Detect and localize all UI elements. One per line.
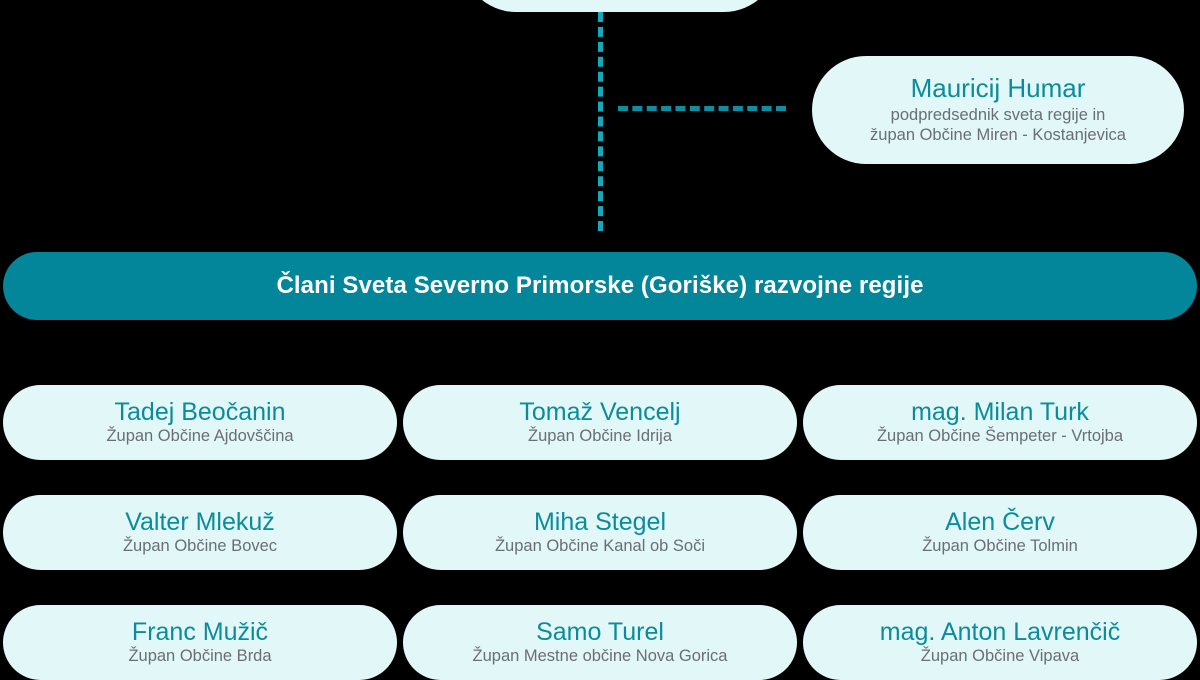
member-role: Župan Občine Vipava	[920, 647, 1080, 666]
member-card[interactable]: Franc Mužič Župan Občine Brda	[3, 605, 397, 680]
member-role: Župan Občine Brda	[128, 647, 272, 666]
member-role: Župan Občine Tolmin	[922, 537, 1078, 556]
member-name: Samo Turel	[536, 617, 664, 646]
member-name: Tomaž Vencelj	[519, 397, 681, 426]
member-role: Župan Občine Kanal ob Soči	[494, 537, 706, 556]
member-name: Alen Červ	[945, 507, 1055, 536]
member-name: mag. Anton Lavrenčič	[879, 617, 1121, 646]
horizontal-dashed-connector	[618, 106, 786, 111]
banner-title: Člani Sveta Severno Primorske (Goriške) …	[276, 272, 924, 299]
member-card[interactable]: Valter Mlekuž Župan Občine Bovec	[3, 495, 397, 570]
member-role: Župan Mestne občine Nova Gorica	[472, 647, 728, 666]
vice-president-role-line-2: župan Občine Miren - Kostanjevica	[870, 126, 1126, 145]
member-name: Miha Stegel	[533, 507, 667, 536]
member-card[interactable]: Miha Stegel Župan Občine Kanal ob Soči	[403, 495, 797, 570]
member-card[interactable]: Tadej Beočanin Župan Občine Ajdovščina	[3, 385, 397, 460]
member-card[interactable]: Samo Turel Župan Mestne občine Nova Gori…	[403, 605, 797, 680]
member-card[interactable]: Tomaž Vencelj Župan Občine Idrija	[403, 385, 797, 460]
member-card[interactable]: mag. Milan Turk Župan Občine Šempeter - …	[803, 385, 1197, 460]
president-card-clipped[interactable]	[462, 0, 778, 12]
member-role: Župan Občine Idrija	[528, 427, 672, 446]
member-name: Franc Mužič	[131, 617, 269, 646]
member-name: Tadej Beočanin	[114, 397, 286, 426]
vertical-dashed-connector	[598, 12, 603, 231]
member-card[interactable]: Alen Červ Župan Občine Tolmin	[803, 495, 1197, 570]
member-role: Župan Občine Ajdovščina	[106, 427, 294, 446]
member-name: mag. Milan Turk	[911, 397, 1089, 426]
member-role: Župan Občine Bovec	[122, 537, 278, 556]
member-name: Valter Mlekuž	[125, 507, 275, 536]
vice-president-role-line-1: podpredsednik sveta regije in	[890, 106, 1106, 125]
member-card[interactable]: mag. Anton Lavrenčič Župan Občine Vipava	[803, 605, 1197, 680]
vice-president-name: Mauricij Humar	[910, 72, 1086, 103]
vice-president-card[interactable]: Mauricij Humar podpredsednik sveta regij…	[812, 56, 1184, 164]
member-role: Župan Občine Šempeter - Vrtojba	[876, 427, 1124, 446]
council-members-banner: Člani Sveta Severno Primorske (Goriške) …	[3, 252, 1197, 320]
